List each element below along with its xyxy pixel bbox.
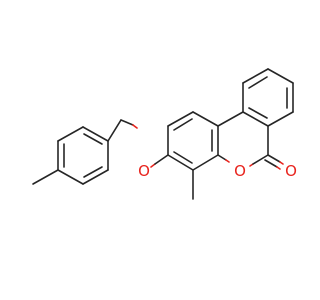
lactone-ring xyxy=(217,111,284,170)
bond xyxy=(276,166,281,170)
carbonyl-oxygen-label: O xyxy=(285,162,297,180)
bond xyxy=(150,163,156,168)
bond xyxy=(173,151,193,164)
bond xyxy=(225,159,230,163)
ether-oxygen-label: O xyxy=(138,162,150,180)
bond xyxy=(107,119,122,142)
ring-oxygen-label: O xyxy=(234,162,246,180)
bond xyxy=(248,76,268,89)
bond xyxy=(267,154,281,163)
bond xyxy=(83,133,103,145)
bond xyxy=(267,111,294,127)
bond xyxy=(132,124,138,129)
bond xyxy=(32,169,59,185)
bond xyxy=(217,154,227,161)
bond xyxy=(264,159,278,168)
bond xyxy=(267,68,294,84)
bond xyxy=(57,169,84,185)
bond xyxy=(242,68,269,84)
bond xyxy=(252,154,269,165)
tolyl-ring xyxy=(32,126,109,185)
bond xyxy=(83,166,103,178)
bond xyxy=(82,169,109,185)
bond xyxy=(120,119,134,126)
bond xyxy=(154,154,169,165)
bond xyxy=(173,118,193,131)
phenolic-ring xyxy=(167,111,219,200)
bond xyxy=(167,111,194,127)
bond xyxy=(192,111,219,127)
bond xyxy=(167,154,194,171)
bond xyxy=(192,154,219,171)
bond xyxy=(248,107,268,119)
bond xyxy=(217,111,244,127)
benzyl-ether-linker xyxy=(107,119,169,168)
bond xyxy=(82,126,109,142)
upper-ring xyxy=(242,68,294,127)
bond xyxy=(279,161,284,165)
molecule-structure: O O O xyxy=(32,68,297,200)
bond xyxy=(242,111,269,127)
bond xyxy=(57,126,84,142)
